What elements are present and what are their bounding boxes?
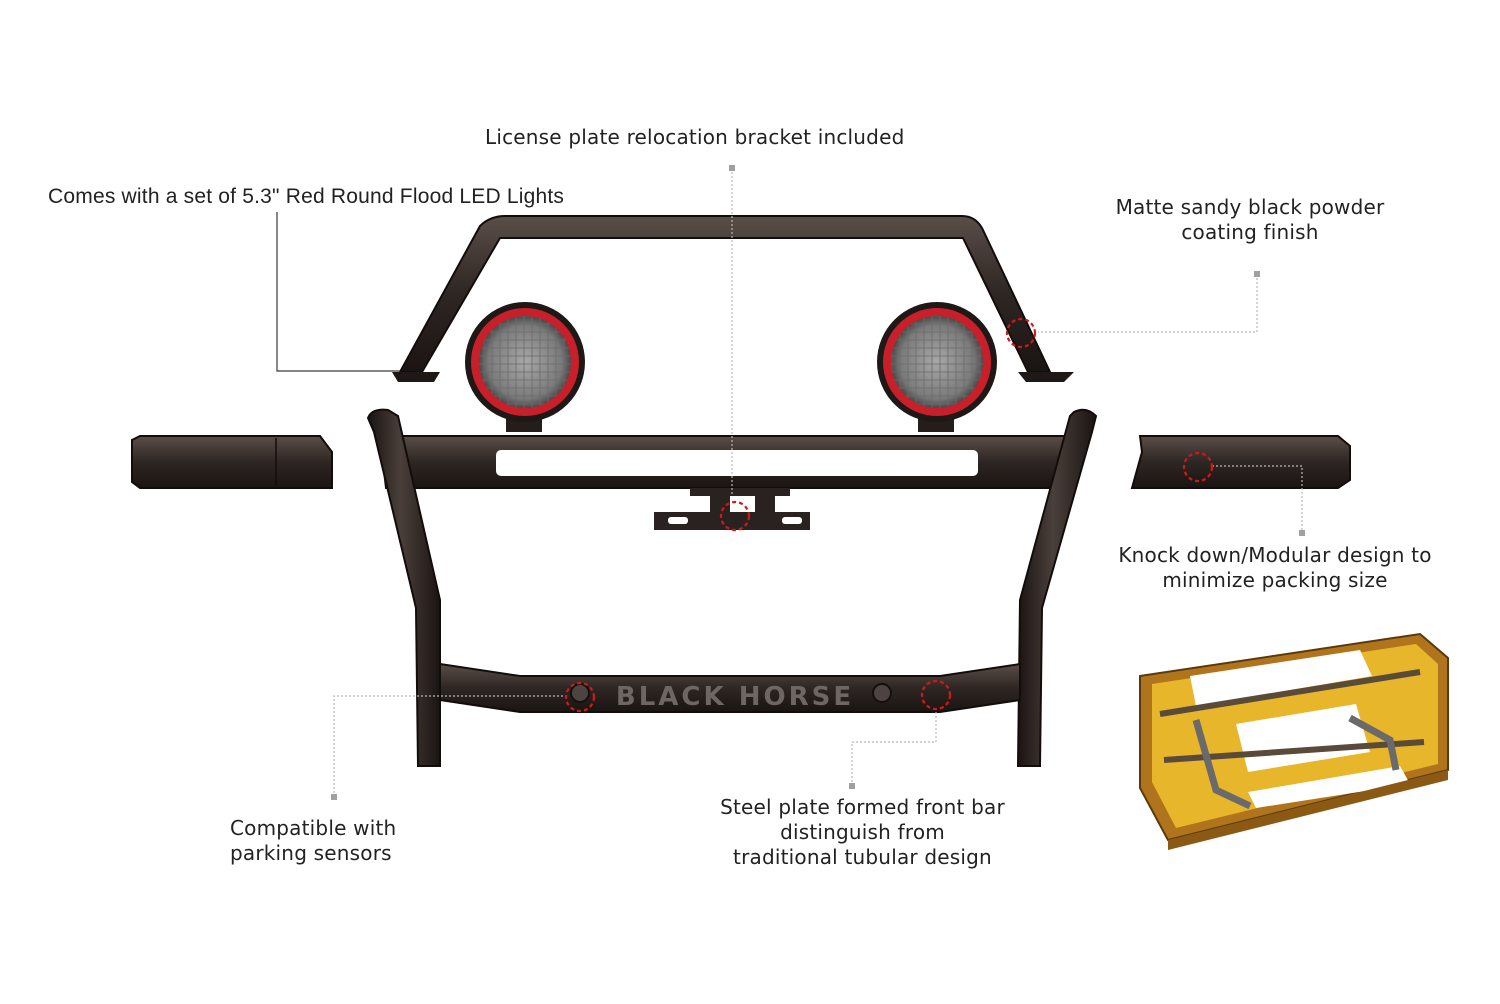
callout-finish-line-2: coating finish bbox=[1181, 220, 1319, 244]
led-light-left bbox=[465, 302, 585, 432]
callout-front-bar: Steel plate formed front bar distinguish… bbox=[690, 795, 1035, 870]
main-crossbar bbox=[378, 435, 1082, 489]
right-side-extension bbox=[1130, 435, 1351, 489]
leader-finish bbox=[1038, 274, 1258, 333]
leader-lights bbox=[276, 212, 400, 372]
marker-front-bar bbox=[920, 679, 952, 711]
callout-license-plate: License plate relocation bracket include… bbox=[485, 125, 904, 150]
leader-lines bbox=[276, 165, 1305, 800]
leader-front-bar bbox=[851, 710, 937, 786]
left-upright-tube bbox=[366, 408, 441, 767]
callout-led-lights: Comes with a set of 5.3" Red Round Flood… bbox=[48, 184, 564, 209]
highlight-markers bbox=[564, 317, 1214, 713]
marker-finish bbox=[1005, 317, 1037, 349]
callout-sensors-line-1: Compatible with bbox=[230, 816, 397, 840]
callout-led-lights-line: Comes with a set of 5.3" Red Round Flood… bbox=[48, 185, 565, 208]
callout-sensors-line-2: parking sensors bbox=[230, 841, 392, 865]
callout-modular: Knock down/Modular design to minimize pa… bbox=[1100, 543, 1450, 593]
callout-front-bar-line-3: traditional tubular design bbox=[733, 845, 992, 869]
right-upright-tube bbox=[1016, 408, 1098, 767]
callout-finish: Matte sandy black powder coating finish bbox=[1100, 195, 1400, 245]
callout-modular-line-2: minimize packing size bbox=[1162, 568, 1388, 592]
brand-plate-text: BLACK HORSE bbox=[616, 682, 854, 712]
callout-parking-sensors: Compatible with parking sensors bbox=[230, 816, 396, 866]
top-light-hoop bbox=[392, 215, 1074, 382]
packing-box-illustration bbox=[1139, 632, 1449, 850]
marker-modular bbox=[1182, 451, 1214, 483]
callout-finish-line-1: Matte sandy black powder bbox=[1115, 195, 1385, 219]
steel-plate-front-bar bbox=[439, 662, 1021, 713]
callout-license-plate-line: License plate relocation bracket include… bbox=[485, 125, 905, 149]
leader-sensors bbox=[333, 695, 566, 797]
left-side-extension bbox=[131, 435, 333, 489]
license-plate-bracket bbox=[654, 488, 810, 530]
marker-sensor bbox=[564, 681, 596, 713]
callout-front-bar-line-1: Steel plate formed front bar bbox=[720, 795, 1005, 819]
callout-front-bar-line-2: distinguish from bbox=[780, 820, 945, 844]
led-light-right bbox=[877, 302, 997, 432]
leader-modular bbox=[1212, 465, 1303, 532]
marker-plate bbox=[719, 500, 751, 532]
callout-modular-line-1: Knock down/Modular design to bbox=[1118, 543, 1432, 567]
